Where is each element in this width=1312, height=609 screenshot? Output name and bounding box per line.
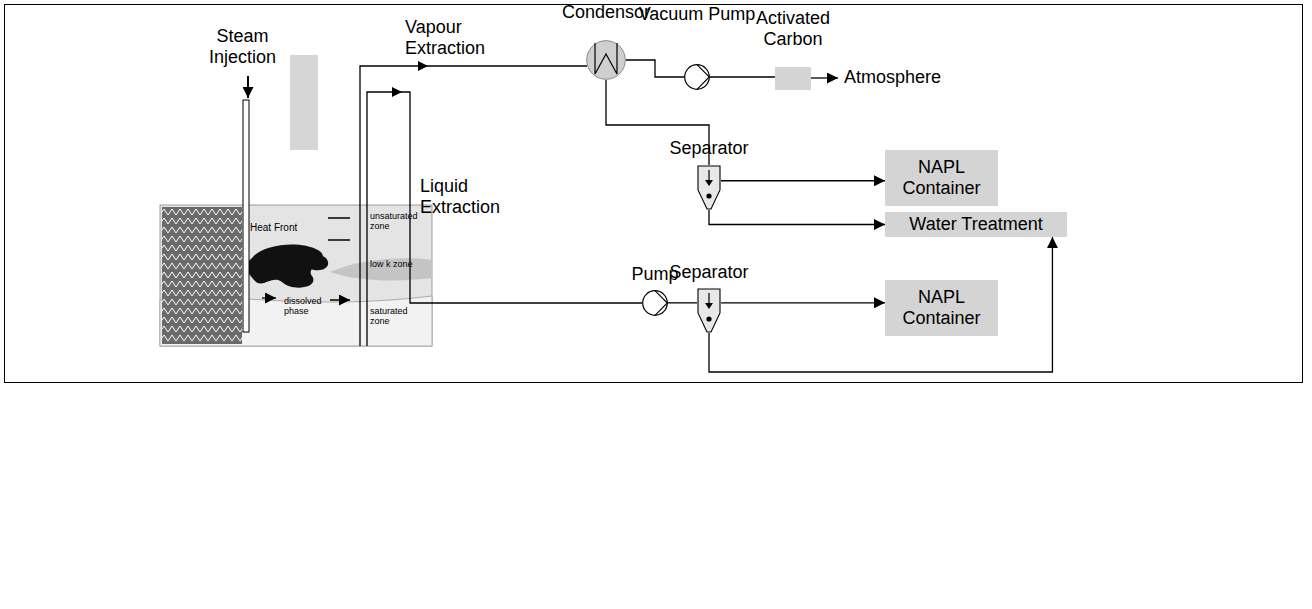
zone-label: unsaturated zone [370,211,428,232]
flow-line [709,210,885,225]
node-heading: Condensor [562,2,650,24]
node-text: Water Treatment [905,214,1046,235]
node-heading: Activated Carbon [748,8,838,51]
pump-symbol [642,290,668,316]
flow-line [709,237,1052,372]
container-box: NAPL Container [885,280,998,336]
carbon-filter [775,67,811,90]
connectors [606,60,1052,372]
separator-symbol [697,165,721,210]
outlet-label: Atmosphere [844,67,964,88]
exhaust-arrow [811,77,838,78]
pump-symbol: Pump [642,290,668,316]
zone-label: saturated zone [370,306,428,327]
flow-line [721,302,885,303]
separator-symbol: Separator [697,165,721,210]
node-text: NAPL Container [885,157,998,198]
flow-arrow [418,61,428,71]
node-heading: Separator [669,138,748,160]
stream-label: Vapour Extraction [405,17,505,58]
treatment-box: Water Treatment [885,212,1067,237]
zone-label: Heat Front [250,222,312,234]
node-heading: Vacuum Pump [639,4,756,26]
node-heading: Separator [669,262,748,284]
process-label: Steam Injection [200,26,285,67]
flow-line [721,180,885,181]
carbon-filter: Activated Carbon [775,67,811,90]
vacuum-pump-symbol: Vacuum Pump [684,64,710,90]
flow-line [710,76,775,77]
node-text: NAPL Container [885,287,998,328]
flow-line [626,60,684,77]
vacuum-pump-symbol [684,64,710,90]
frame [5,5,1303,383]
condenser-symbol: Condensor [586,40,626,80]
condenser-symbol [586,40,626,80]
flow-arrow [392,87,402,97]
extraction-piping [360,66,642,346]
zone-label: low k zone [370,259,428,269]
separator-symbol [697,288,721,333]
separator-symbol: Separator [697,288,721,333]
stream-label: Liquid Extraction [420,176,520,217]
well-head [290,55,318,150]
container-box: NAPL Container [885,150,998,206]
flow-line [668,302,697,303]
zone-label: dissolved phase [284,296,328,317]
